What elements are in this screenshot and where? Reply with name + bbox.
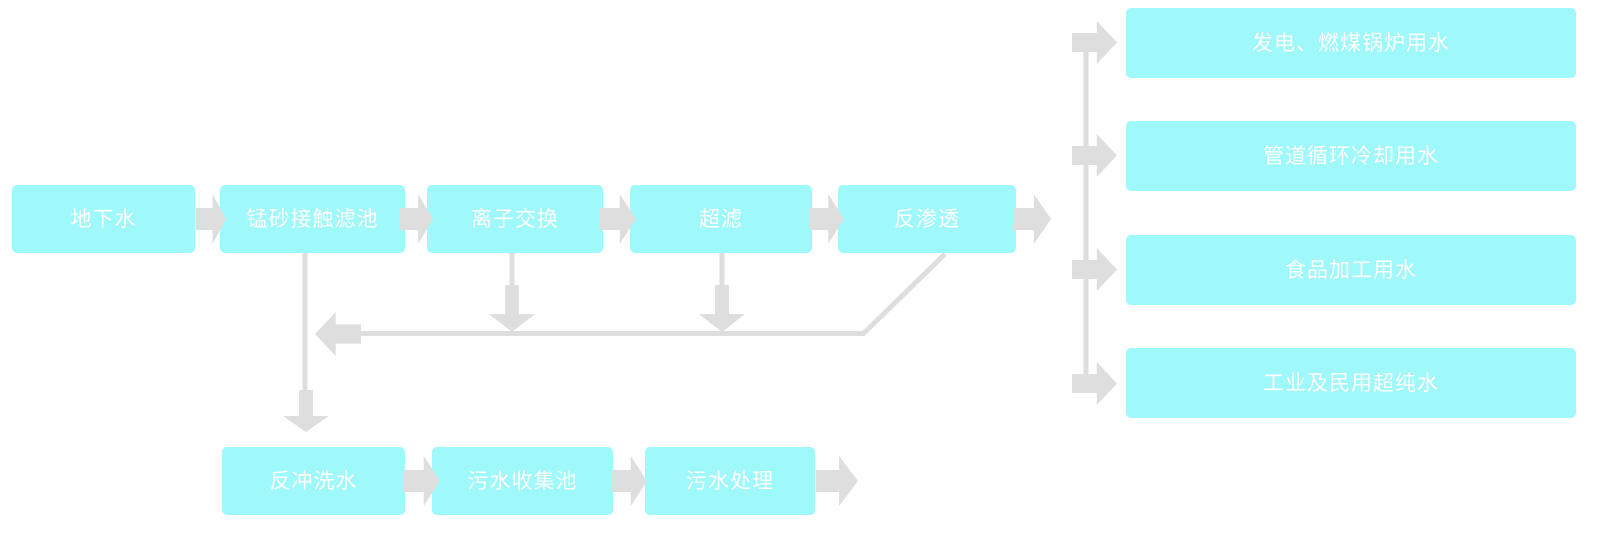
node-reverse-osmosis[interactable]: 反渗透: [838, 185, 1016, 253]
node-label: 污水处理: [686, 469, 774, 493]
arrow-ultrafiltration-drain-down: [699, 285, 745, 332]
node-label: 污水收集池: [467, 469, 578, 493]
node-food-processing-water[interactable]: 食品加工用水: [1126, 235, 1576, 305]
node-label: 管道循环冷却用水: [1263, 144, 1439, 168]
arrow-ion-exchange-drain-down: [489, 285, 535, 332]
node-groundwater[interactable]: 地下水: [12, 185, 195, 253]
node-label: 超滤: [699, 207, 743, 231]
arrow-reverse-osmosis-to-outputs: [1013, 194, 1051, 244]
arrow-branch-to-food-processing-water: [1072, 248, 1117, 291]
node-sewage-collection-tank[interactable]: 污水收集池: [432, 447, 613, 515]
arrow-sewage-collection-to-sewage-treatment: [611, 456, 647, 506]
node-label: 反渗透: [894, 207, 960, 231]
node-backwash-water[interactable]: 反冲洗水: [222, 447, 405, 515]
node-manganese-sand-filter[interactable]: 锰砂接触滤池: [220, 185, 405, 253]
node-ultrafiltration[interactable]: 超滤: [630, 185, 812, 253]
node-label: 离子交换: [471, 207, 559, 231]
node-label: 发电、燃煤锅炉用水: [1252, 31, 1450, 55]
arrow-branch-to-power-coal-boiler-water: [1072, 21, 1117, 64]
node-label: 地下水: [70, 207, 137, 231]
node-industrial-civil-ultrapure-water[interactable]: 工业及民用超纯水: [1126, 348, 1576, 418]
node-pipeline-cooling-water[interactable]: 管道循环冷却用水: [1126, 121, 1576, 191]
arrow-backwash-down: [283, 390, 329, 432]
node-label: 锰砂接触滤池: [246, 207, 379, 231]
arrow-sewage-treatment-outflow: [816, 456, 858, 506]
recycle-diagonal-line: [860, 252, 947, 337]
node-ion-exchange[interactable]: 离子交换: [427, 185, 603, 253]
node-label: 工业及民用超纯水: [1263, 371, 1439, 395]
node-label: 食品加工用水: [1285, 258, 1417, 282]
node-power-coal-boiler-water[interactable]: 发电、燃煤锅炉用水: [1126, 8, 1576, 78]
node-label: 反冲洗水: [269, 469, 358, 493]
arrow-branch-to-industrial-civil-ultrapure-water: [1072, 362, 1117, 405]
arrow-recycle-return-left: [315, 312, 361, 356]
arrow-branch-to-pipeline-cooling-water: [1072, 134, 1117, 177]
node-sewage-treatment[interactable]: 污水处理: [645, 447, 815, 515]
